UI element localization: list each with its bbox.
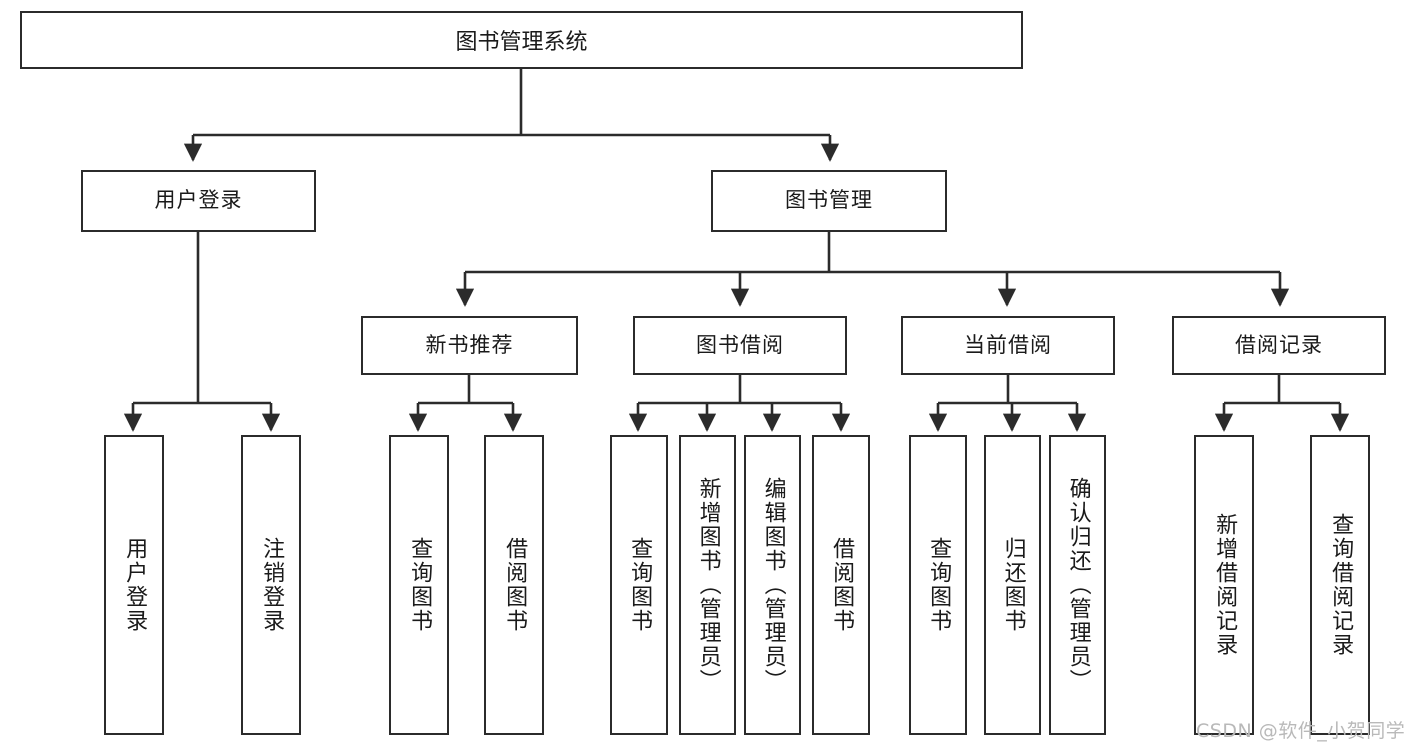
- node-new-book-recommend[interactable]: 新书推荐: [361, 316, 578, 375]
- leaf-borrow-query-book[interactable]: 查询图书: [610, 435, 668, 735]
- leaf-label: 借阅图书: [829, 537, 855, 633]
- leaf-user-login-logout[interactable]: 注销登录: [241, 435, 301, 735]
- node-root-system[interactable]: 图书管理系统: [20, 11, 1023, 69]
- node-label: 图书管理系统: [455, 30, 588, 55]
- leaf-label: 用户登录: [122, 537, 148, 633]
- watermark: CSDN @软件_小贺同学: [1196, 720, 1405, 742]
- leaf-records-add-record[interactable]: 新增借阅记录: [1194, 435, 1254, 735]
- node-current-borrow[interactable]: 当前借阅: [901, 316, 1115, 375]
- leaf-label: 新增借阅记录: [1212, 513, 1238, 657]
- node-label: 用户登录: [154, 188, 243, 213]
- node-label: 新书推荐: [425, 332, 514, 357]
- leaf-user-login-login[interactable]: 用户登录: [104, 435, 164, 735]
- leaf-current-confirm-return-admin[interactable]: 确认归还（管理员）: [1049, 435, 1106, 735]
- leaf-label: 查询借阅记录: [1328, 513, 1354, 657]
- leaf-recommend-borrow-book[interactable]: 借阅图书: [484, 435, 544, 735]
- leaf-recommend-query-book[interactable]: 查询图书: [389, 435, 449, 735]
- leaf-label: 查询图书: [407, 537, 433, 633]
- node-label: 图书借阅: [696, 332, 784, 357]
- leaf-current-query-book[interactable]: 查询图书: [909, 435, 967, 735]
- leaf-borrow-edit-book-admin[interactable]: 编辑图书（管理员）: [744, 435, 801, 735]
- leaf-label: 确认归还（管理员）: [1065, 477, 1091, 693]
- leaf-label: 查询图书: [926, 537, 952, 633]
- leaf-label: 注销登录: [259, 537, 285, 633]
- leaf-label: 归还图书: [1000, 537, 1026, 633]
- node-label: 当前借阅: [964, 332, 1052, 357]
- node-user-login[interactable]: 用户登录: [81, 170, 316, 232]
- leaf-records-query-record[interactable]: 查询借阅记录: [1310, 435, 1370, 735]
- leaf-borrow-borrow-book[interactable]: 借阅图书: [812, 435, 870, 735]
- leaf-borrow-add-book-admin[interactable]: 新增图书（管理员）: [679, 435, 736, 735]
- node-borrow-records[interactable]: 借阅记录: [1172, 316, 1386, 375]
- node-label: 借阅记录: [1235, 332, 1323, 357]
- leaf-label: 新增图书（管理员）: [695, 477, 721, 693]
- node-book-borrow[interactable]: 图书借阅: [633, 316, 847, 375]
- leaf-label: 查询图书: [627, 537, 653, 633]
- leaf-current-return-book[interactable]: 归还图书: [984, 435, 1041, 735]
- leaf-label: 编辑图书（管理员）: [760, 477, 786, 693]
- node-book-management[interactable]: 图书管理: [711, 170, 947, 232]
- node-label: 图书管理: [785, 188, 873, 213]
- leaf-label: 借阅图书: [502, 537, 528, 633]
